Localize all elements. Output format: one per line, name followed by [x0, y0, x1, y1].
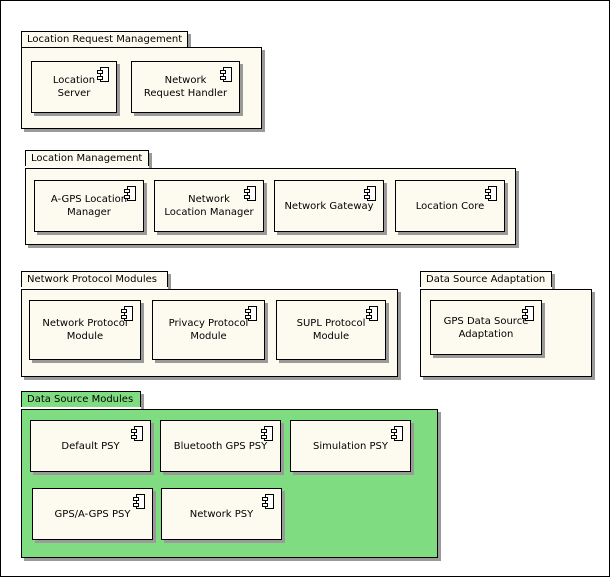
shadow	[34, 113, 120, 116]
shadow	[141, 303, 144, 363]
component-privacy-protocol-module[interactable]: Privacy Protocol Module	[152, 300, 265, 360]
shadow	[398, 292, 401, 380]
shadow	[37, 232, 147, 235]
shadow	[277, 232, 387, 235]
shadow	[433, 355, 545, 358]
component-label: Network Gateway	[284, 200, 374, 212]
component-icon	[220, 67, 232, 82]
shadow	[164, 540, 285, 543]
component-icon	[391, 426, 403, 441]
package-tab: Data Source Adaptation	[420, 271, 552, 287]
component-network-request-handler[interactable]: Network Request Handler	[131, 61, 240, 113]
component-network-location-manager[interactable]: Network Location Manager	[154, 180, 264, 232]
shadow	[24, 558, 441, 561]
shadow	[33, 472, 154, 475]
shadow	[516, 171, 519, 248]
component-icon	[261, 426, 273, 441]
component-gps-data-source-adaptation[interactable]: GPS Data Source Adaptation	[430, 300, 542, 355]
shadow	[279, 360, 389, 363]
component-icon	[245, 306, 257, 321]
shadow	[592, 292, 595, 380]
shadow	[188, 34, 191, 47]
shadow	[168, 274, 171, 289]
shadow	[262, 50, 265, 132]
shadow	[398, 232, 508, 235]
component-location-server[interactable]: Location Server	[31, 61, 117, 113]
package-tab: Location Management	[25, 150, 149, 166]
shadow	[282, 491, 285, 543]
component-label: Simulation PSY	[313, 440, 388, 452]
shadow	[423, 377, 595, 380]
shadow	[264, 183, 267, 235]
shadow	[552, 274, 555, 289]
component-label: Bluetooth GPS PSY	[173, 440, 268, 452]
component-network-protocol-module[interactable]: Network Protocol Module	[29, 300, 141, 360]
shadow	[117, 64, 120, 116]
shadow	[151, 423, 154, 475]
shadow	[155, 360, 268, 363]
component-label: Network Protocol Module	[42, 318, 128, 342]
component-label: Network Location Manager	[164, 194, 254, 218]
shadow	[542, 303, 545, 358]
component-icon	[133, 494, 145, 509]
shadow	[163, 472, 284, 475]
component-label: Privacy Protocol Module	[168, 318, 249, 342]
shadow	[32, 360, 144, 363]
component-label: GPS/A-GPS PSY	[54, 508, 131, 520]
shadow	[411, 423, 414, 475]
component-agps-location-manager[interactable]: A-GPS Location Manager	[34, 180, 144, 232]
package-tab: Data Source Modules	[21, 391, 141, 407]
shadow	[505, 183, 508, 235]
shadow	[293, 472, 414, 475]
shadow	[265, 303, 268, 363]
component-icon	[131, 426, 143, 441]
component-network-psy[interactable]: Network PSY	[161, 488, 282, 540]
component-bluetooth-gps-psy[interactable]: Bluetooth GPS PSY	[160, 420, 281, 472]
component-icon	[485, 186, 497, 201]
component-supl-protocol-module[interactable]: SUPL Protocol Module	[276, 300, 386, 360]
component-label: GPS Data Source Adaptation	[443, 315, 529, 340]
shadow	[35, 540, 156, 543]
component-gps-agps-psy[interactable]: GPS/A-GPS PSY	[32, 488, 153, 540]
package-tab: Location Request Management	[21, 31, 188, 47]
shadow	[157, 232, 267, 235]
shadow	[141, 394, 144, 409]
component-icon	[366, 306, 378, 321]
shadow	[149, 153, 152, 168]
component-label: Location Core	[415, 200, 485, 212]
component-label: A-GPS Location Manager	[50, 194, 128, 218]
shadow	[24, 377, 401, 380]
component-default-psy[interactable]: Default PSY	[30, 420, 151, 472]
component-label: Network PSY	[189, 508, 254, 520]
shadow	[134, 113, 243, 116]
shadow	[281, 423, 284, 475]
package-tab: Network Protocol Modules	[21, 271, 168, 287]
shadow	[144, 183, 147, 235]
component-label: Network Request Handler	[143, 75, 228, 99]
component-icon	[244, 186, 256, 201]
shadow	[438, 412, 441, 561]
component-icon	[124, 186, 136, 201]
component-label: Default PSY	[61, 440, 120, 452]
component-location-core[interactable]: Location Core	[395, 180, 505, 232]
component-network-gateway[interactable]: Network Gateway	[274, 180, 384, 232]
component-icon	[522, 306, 534, 321]
component-label: SUPL Protocol Module	[296, 318, 366, 342]
component-icon	[364, 186, 376, 201]
shadow	[386, 303, 389, 363]
shadow	[153, 491, 156, 543]
component-label: Location Server	[52, 75, 96, 99]
shadow	[28, 245, 519, 248]
component-simulation-psy[interactable]: Simulation PSY	[290, 420, 411, 472]
shadow	[24, 129, 265, 132]
shadow	[384, 183, 387, 235]
component-icon	[97, 67, 109, 82]
component-icon	[262, 494, 274, 509]
shadow	[240, 64, 243, 116]
component-icon	[121, 306, 133, 321]
